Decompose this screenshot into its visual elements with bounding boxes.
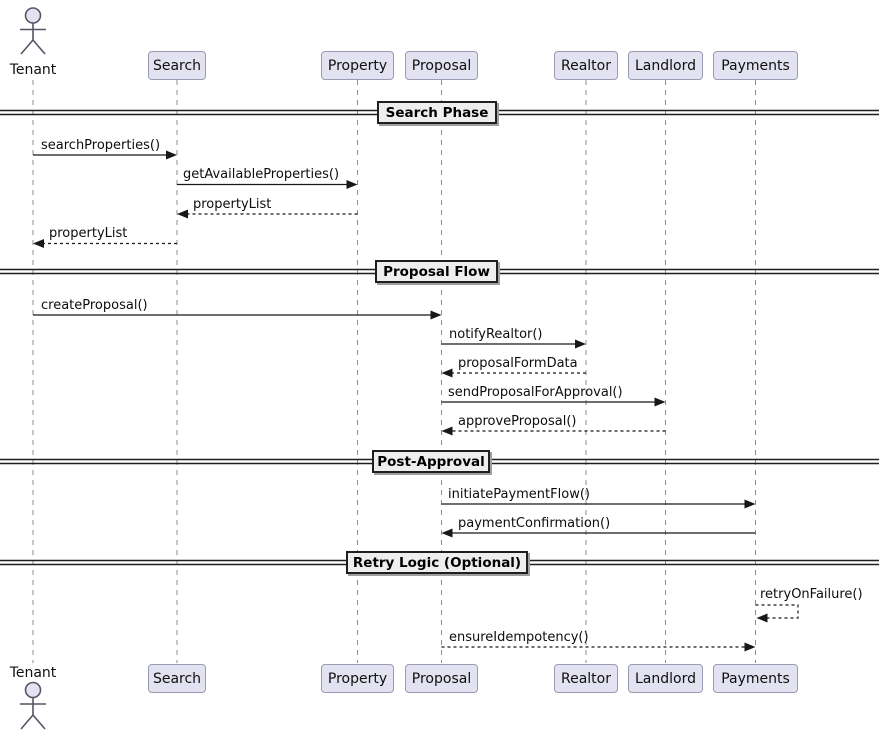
message-label-send-proposal: sendProposalForApproval() [448, 385, 623, 400]
participant-box-realtor-bottom: Realtor [554, 664, 618, 693]
lifelines [32, 80, 756, 663]
message-label-initiate-payment-flow: initiatePaymentFlow() [448, 487, 590, 502]
divider-search-phase: Search Phase [377, 101, 497, 124]
arrow-retry-on-failure-self [755, 604, 799, 619]
message-label-property-list-2: propertyList [49, 226, 128, 241]
participant-box-search-bottom: Search [148, 664, 206, 693]
participant-box-payments-bottom: Payments [713, 664, 798, 693]
actor-label-tenant-bottom: Tenant [9, 665, 57, 681]
participant-box-property-top: Property [321, 51, 394, 80]
message-label-notify-realtor: notifyRealtor() [449, 327, 543, 342]
participant-box-proposal-top: Proposal [405, 51, 478, 80]
participant-box-landlord-top: Landlord [628, 51, 703, 80]
actor-figure-bottom [20, 681, 46, 730]
message-label-search-properties: searchProperties() [41, 138, 161, 153]
divider-post-approval: Post-Approval [372, 450, 490, 473]
participant-box-proposal-bottom: Proposal [405, 664, 478, 693]
message-label-ensure-idempotency: ensureIdempotency() [449, 630, 589, 645]
message-label-create-proposal: createProposal() [41, 298, 148, 313]
message-label-approve-proposal: approveProposal() [458, 414, 577, 429]
actor-label-tenant-top: Tenant [9, 62, 57, 78]
participant-box-property-bottom: Property [321, 664, 394, 693]
divider-proposal-flow: Proposal Flow [375, 260, 498, 283]
participant-box-landlord-bottom: Landlord [628, 664, 703, 693]
message-label-proposal-form-data: proposalFormData [458, 356, 578, 371]
divider-retry-logic: Retry Logic (Optional) [346, 551, 528, 574]
actor-head [24, 7, 42, 24]
actor-figure-top [20, 7, 46, 55]
divider-rails [0, 109, 879, 566]
message-label-retry-on-failure: retryOnFailure() [760, 587, 863, 602]
participant-box-realtor-top: Realtor [554, 51, 618, 80]
message-label-property-list-1: propertyList [193, 197, 272, 212]
participant-box-search-top: Search [148, 51, 206, 80]
participant-box-payments-top: Payments [713, 51, 798, 80]
message-arrows [33, 150, 799, 652]
actor-head [24, 681, 42, 699]
message-label-get-available-properties: getAvailableProperties() [183, 167, 340, 182]
message-label-payment-confirmation: paymentConfirmation() [458, 516, 611, 531]
